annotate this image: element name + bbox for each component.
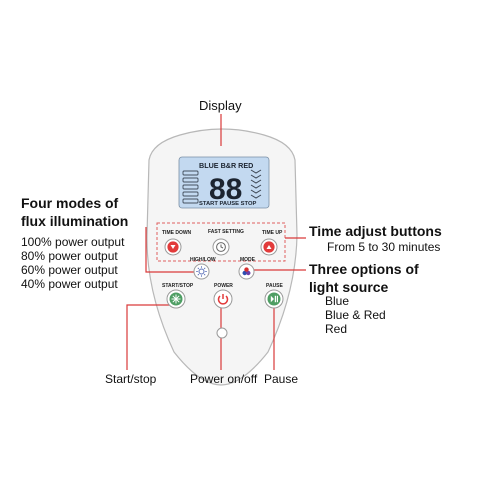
lcd-mode-bars — [182, 170, 199, 204]
high-low-button[interactable] — [193, 263, 210, 280]
pause-callout: Pause — [264, 372, 299, 386]
lcd-digits: 88 — [209, 173, 242, 206]
fast-setting-button[interactable] — [212, 238, 230, 256]
start-stop-button[interactable] — [166, 289, 186, 309]
callout-lines — [126, 114, 306, 370]
fast-setting-label: FAST SETTING — [208, 229, 244, 235]
time-down-label: TIME DOWN — [162, 230, 192, 236]
flux-title-line2: flux illumination — [21, 213, 129, 229]
time-down-button[interactable] — [164, 238, 182, 256]
time-up-label: TIME UP — [262, 230, 283, 236]
sun-icon — [198, 268, 205, 275]
ir-sensor — [216, 327, 228, 339]
display-label: Display — [199, 98, 242, 113]
light-source-item: Blue — [325, 294, 350, 308]
lcd-footer: START PAUSE STOP — [199, 201, 256, 207]
power-button[interactable] — [213, 289, 233, 309]
pause-button[interactable] — [264, 289, 284, 309]
mode-button[interactable] — [238, 263, 255, 280]
start-stop-label: START/STOP — [162, 283, 194, 289]
time-adjust-subtitle: From 5 to 30 minutes — [327, 240, 441, 254]
flux-title-line1: Four modes of — [21, 195, 119, 211]
arrow-down-icon — [170, 245, 176, 249]
power-callout: Power on/off — [190, 372, 258, 386]
flux-item: 40% power output — [21, 277, 118, 291]
start-stop-callout: Start/stop — [105, 372, 157, 386]
time-adjust-title: Time adjust buttons — [309, 223, 442, 239]
lcd-header: BLUE B&R RED — [199, 161, 253, 170]
power-label: POWER — [214, 283, 233, 289]
arrow-up-icon — [266, 245, 272, 249]
light-source-icon — [242, 267, 251, 276]
time-up-button[interactable] — [260, 238, 278, 256]
lcd-level-chevrons — [250, 169, 262, 199]
high-low-label: HIGH/LOW — [190, 257, 216, 263]
light-source-title-line2: light source — [309, 279, 389, 295]
snowflake-icon — [171, 294, 181, 304]
pause-label: PAUSE — [266, 283, 283, 289]
time-buttons-dashed-box — [156, 222, 286, 262]
flux-item: 100% power output — [21, 235, 125, 249]
play-pause-icon — [270, 295, 278, 303]
light-source-title-line1: Three options of — [309, 261, 419, 277]
clock-icon — [216, 242, 226, 252]
mode-label: MODE — [240, 257, 255, 263]
flux-item: 60% power output — [21, 263, 118, 277]
flux-item: 80% power output — [21, 249, 118, 263]
light-source-item: Blue & Red — [325, 308, 386, 322]
power-icon — [217, 294, 229, 305]
light-source-item: Red — [325, 322, 348, 336]
lcd-screen — [178, 156, 270, 209]
